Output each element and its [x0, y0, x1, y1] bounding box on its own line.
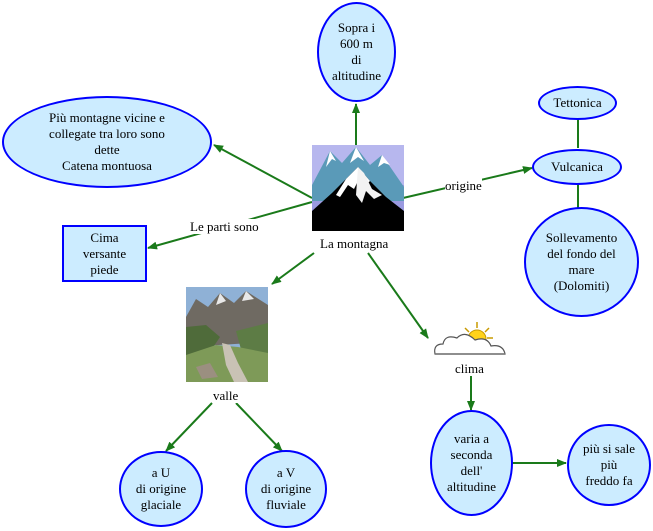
mountain-icon — [312, 145, 404, 231]
node-volcanic: Vulcanica — [532, 149, 622, 185]
node-varies-altitude: varia a seconda dell' altitudine — [430, 410, 513, 516]
node-fluvial-valley: a V di origine fluviale — [245, 450, 327, 528]
node-tectonic: Tettonica — [538, 86, 617, 120]
edge-to-glacial — [165, 402, 213, 452]
node-glacial-valley: a U di origine glaciale — [119, 451, 203, 527]
title-la-montagna: La montagna — [320, 236, 389, 251]
edge-to-fluvial — [235, 402, 283, 452]
node-sea-floor-uplift: Sollevamento del fondo del mare (Dolomit… — [524, 207, 639, 317]
node-altitude: Sopra i 600 m di altitudine — [317, 2, 396, 102]
edge-to-climate — [367, 252, 429, 339]
label-valley: valle — [213, 388, 239, 403]
link-label-parts: Le parti sono — [190, 219, 259, 234]
node-colder-higher: più si sale più freddo fa — [567, 424, 651, 506]
cloud-sun-icon — [434, 322, 506, 355]
node-parts: Cima versante piede — [62, 225, 147, 282]
node-mountain-range: Più montagne vicine e collegate tra loro… — [2, 96, 212, 188]
link-label-origin: origine — [445, 178, 482, 193]
valley-photo — [186, 287, 268, 382]
edge-to-range — [213, 144, 313, 199]
edge-to-valley — [271, 252, 315, 285]
label-climate: clima — [455, 361, 484, 376]
